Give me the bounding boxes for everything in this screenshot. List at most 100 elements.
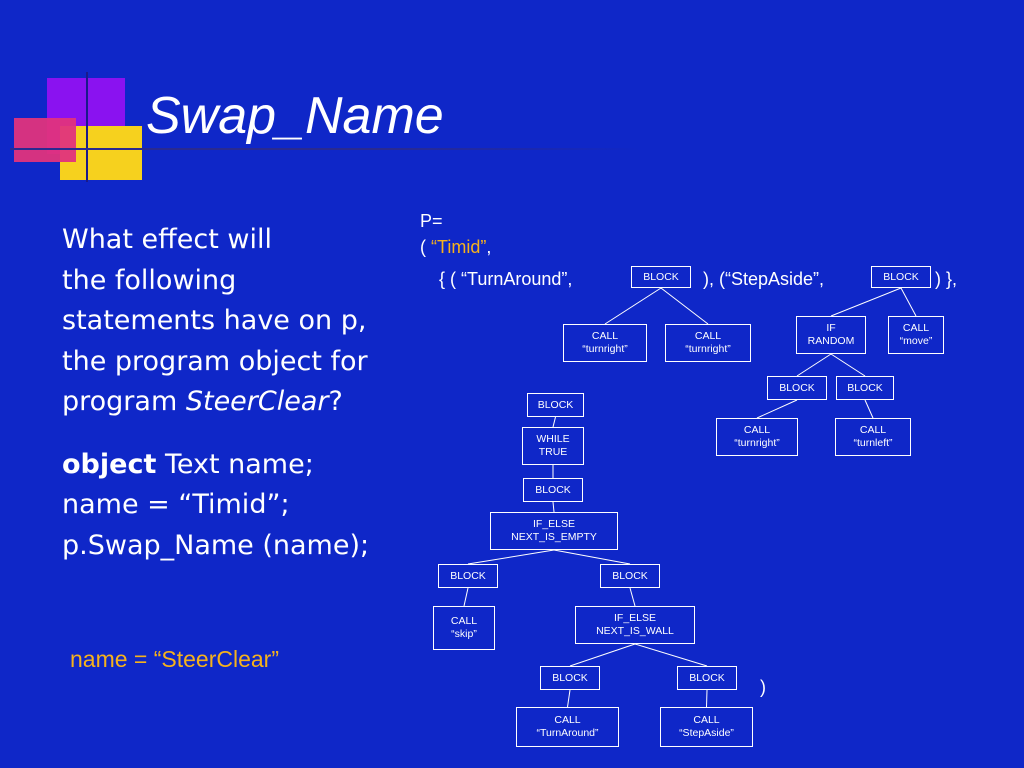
tree-edge-sa-block-l-to-sa-turnright [756,399,798,419]
tree-node-label: BLOCK [689,671,725,684]
tree-edge-m-block-rr-to-m-call-sa [706,689,708,708]
tree-node-argument: NEXT_IS_WALL [596,625,674,637]
question-line-1: What effect will [62,224,272,255]
program-name-italic: SteerClear [185,386,329,417]
tree-node-sa-block: BLOCK [871,266,931,288]
tree-node-argument: “turnleft” [853,437,893,449]
tree-node-label: CALL [554,714,581,726]
name-comma: , [486,237,492,257]
tree-edge-m-ifelse1-to-m-block-r [553,549,631,565]
tree-node-ta-call1: CALL“turnright” [563,324,647,362]
tree-node-label: BLOCK [847,381,883,394]
tree-node-label: CALL [743,424,771,436]
tree-node-sa-turnright: CALL“turnright” [716,418,798,456]
tree-node-label: CALL [591,330,619,342]
tree-edge-m-ifelse1-to-m-block-l [467,549,555,565]
tree-node-label: CALL [902,322,930,334]
context-close: ) }, [935,269,958,289]
question-line-5-suffix: ? [328,386,343,417]
tree-node-argument: TRUE [538,446,568,458]
slide-title: Swap_Name [146,87,444,145]
tree-node-m-block2: BLOCK [523,478,583,502]
tree-edge-m-block-l-to-m-skip [463,587,469,607]
tree-edge-sa-if-to-sa-block-l [796,353,832,377]
tree-node-m-block-r: BLOCK [600,564,660,588]
tree-node-m-block: BLOCK [527,393,584,417]
question-line-5: program SteerClear? [62,382,369,423]
tree-edge-ta-block-to-ta-call1 [604,287,662,325]
tree-node-label: BLOCK [535,483,571,496]
tree-edge-sa-if-to-sa-block-r [830,353,866,377]
tree-node-label: BLOCK [643,270,679,283]
tree-node-m-call-sa: CALL“StepAside” [660,707,753,747]
tree-edge-m-ifelse2-to-m-block-ll [569,643,636,667]
tree-node-sa-turnleft: CALL“turnleft” [835,418,911,456]
tree-node-label: BLOCK [883,270,919,283]
tree-node-label: WHILE [536,433,570,445]
tree-node-label: CALL [694,330,722,342]
tree-node-label: CALL [693,714,720,726]
question-line-2: the following [62,264,237,296]
tree-node-m-block-ll: BLOCK [540,666,600,690]
tree-node-label: CALL [450,615,478,627]
tree-node-sa-move: CALL“move” [888,316,944,354]
tree-node-m-skip: CALL“skip” [433,606,495,650]
code-line-call: p.Swap_Name (name); [62,529,370,561]
tree-node-argument: RANDOM [807,335,855,347]
tree-node-label: IF [826,322,836,334]
tree-node-sa-block-l: BLOCK [767,376,827,400]
tree-node-m-call-ta: CALL“TurnAround” [516,707,619,747]
question-line-3: statements have on p, [62,305,367,336]
open-paren: ( [420,237,426,257]
question-line-4: the program object for [62,345,368,377]
tree-node-sa-block-r: BLOCK [836,376,894,400]
tree-node-m-block-rr: BLOCK [677,666,737,690]
p-label: P= [420,211,443,231]
tree-node-label: IF_ELSE [532,518,576,530]
name-value-timid: “Timid” [431,237,487,257]
tree-edge-sa-block-to-sa-move [900,287,917,317]
decor-vertical-line [86,72,88,182]
context-open: { ( “TurnAround”, [439,269,573,289]
tree-node-label: CALL [859,424,887,436]
decor-square-pink [14,118,76,162]
tree-edge-m-ifelse2-to-m-block-rr [634,643,708,667]
tree-node-argument: “StepAside” [679,727,734,739]
tree-node-argument: “TurnAround” [536,727,599,739]
title-underline [10,148,640,150]
tree-node-m-block-l: BLOCK [438,564,498,588]
code-declaration-rest: Text name; [156,448,314,480]
tree-node-argument: “turnright” [685,343,731,355]
tree-node-argument: NEXT_IS_EMPTY [511,531,597,543]
tree-node-ta-call2: CALL“turnright” [665,324,751,362]
close-paren: ) [760,677,766,697]
tree-edge-sa-block-r-to-sa-turnleft [864,399,874,419]
tree-edge-m-block-r-to-m-ifelse2 [629,587,636,607]
tree-node-argument: “turnright” [734,437,780,449]
tree-node-argument: “turnright” [582,343,628,355]
code-keyword-object: object [62,448,157,480]
tree-node-argument: “skip” [451,628,477,640]
tree-edge-ta-block-to-ta-call2 [660,287,709,325]
tree-node-ta-block: BLOCK [631,266,691,288]
code-line-assign: name = “Timid”; [62,489,290,520]
tree-edge-m-block-ll-to-m-call-ta [567,689,571,708]
tree-node-argument: “move” [899,335,933,347]
tree-node-label: BLOCK [537,398,574,411]
name-line: ( “Timid”, [420,236,491,258]
tree-node-label: BLOCK [450,569,486,582]
question-line-5-prefix: program [62,386,186,417]
code-line-declaration: object Text name; [62,445,369,486]
tree-edge-m-block-to-m-while [552,416,556,428]
tree-node-label: BLOCK [552,671,588,684]
tree-edge-m-block2-to-m-ifelse1 [552,501,555,513]
tree-node-label: BLOCK [612,569,648,582]
context-mid: ), (“StepAside”, [703,269,825,289]
tree-node-label: BLOCK [779,381,815,394]
